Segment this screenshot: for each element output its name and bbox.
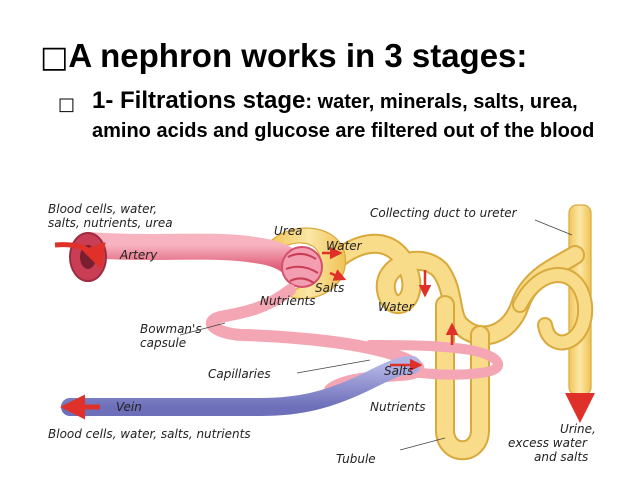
nephron-diagram: Blood cells, water, salts, nutrients, ur… [40, 195, 610, 470]
label-salts-bottom: Salts [384, 364, 413, 378]
stage-text: : water, minerals, salts, urea, amino ac… [92, 91, 595, 142]
label-nutrients-top: Nutrients [260, 294, 316, 308]
pointer-collecting-duct [534, 219, 573, 236]
label-tubule: Tubule [336, 452, 376, 466]
title-bullet: □ [40, 40, 69, 75]
glomerulus-vessels [285, 253, 319, 284]
label-blood-out: Blood cells, water, salts, nutrients [48, 427, 251, 441]
label-vein: Vein [116, 400, 142, 414]
label-urine-2: excess water [508, 436, 588, 450]
arrow-blood-in [54, 242, 106, 270]
capillaries-lower [365, 340, 504, 380]
title-text: A nephron works in 3 stages: [68, 37, 528, 74]
tubule-right-loop [514, 269, 592, 349]
label-water-mid: Water [378, 300, 415, 314]
slide-title: □A nephron works in 3 stages: [40, 36, 527, 78]
label-bowmans-2: capsule [140, 336, 186, 350]
label-salts-top: Salts [315, 281, 344, 295]
pointer-bowmans [179, 322, 226, 336]
pointer-tubule [399, 437, 446, 451]
label-urine-3: and salts [534, 450, 588, 464]
label-nutrients-bottom: Nutrients [370, 400, 426, 414]
sub-bullet: □ [58, 94, 76, 115]
label-water-top: Water [326, 239, 363, 253]
stage-lead: 1- Filtrations stage [92, 87, 306, 114]
label-urea: Urea [274, 224, 302, 238]
stage-description: 1- Filtrations stage: water, minerals, s… [92, 86, 612, 146]
label-bowmans-1: Bowman's [140, 322, 202, 336]
vein [61, 356, 421, 416]
label-urine-1: Urine, [560, 422, 596, 436]
loop-of-henle [437, 297, 488, 459]
label-artery: Artery [119, 248, 158, 262]
arrow-salts [329, 269, 347, 281]
bowmans-capsule [271, 227, 347, 300]
label-collecting-duct: Collecting duct to ureter [370, 206, 518, 220]
label-blood-in-1: Blood cells, water, [48, 202, 157, 216]
pointer-capillaries [296, 359, 371, 374]
label-blood-in-2: salts, nutrients, urea [48, 216, 173, 230]
label-capillaries: Capillaries [208, 367, 271, 381]
